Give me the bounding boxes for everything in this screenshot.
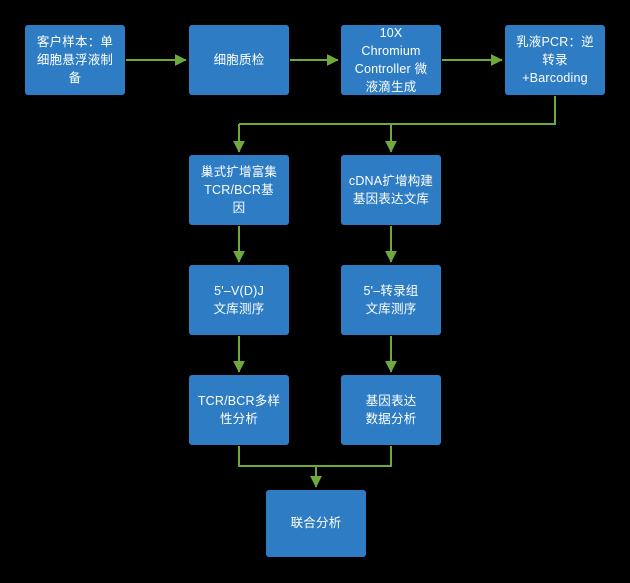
edge-n4-bus bbox=[239, 96, 556, 125]
node-vdj-sequencing[interactable]: 5'–V(D)J 文库测序 bbox=[189, 265, 289, 335]
node-chromium-droplet[interactable]: 10X Chromium Controller 微 液滴生成 bbox=[341, 25, 441, 95]
edge-n10-merge bbox=[316, 446, 392, 467]
node-emulsion-pcr[interactable]: 乳液PCR：逆 转录 +Barcoding bbox=[505, 25, 605, 95]
node-cell-qc[interactable]: 细胞质检 bbox=[189, 25, 289, 95]
node-diversity-analysis[interactable]: TCR/BCR多样 性分析 bbox=[189, 375, 289, 445]
node-sample-prep[interactable]: 客户样本：单 细胞悬浮液制 备 bbox=[25, 25, 125, 95]
node-joint-analysis[interactable]: 联合分析 bbox=[266, 490, 366, 557]
node-cdna-library[interactable]: cDNA扩增构建 基因表达文库 bbox=[341, 155, 441, 225]
node-expression-analysis[interactable]: 基因表达 数据分析 bbox=[341, 375, 441, 445]
node-nested-enrichment[interactable]: 巢式扩增富集 TCR/BCR基 因 bbox=[189, 155, 289, 225]
node-transcriptome-seq[interactable]: 5'–转录组 文库测序 bbox=[341, 265, 441, 335]
edge-n9-merge bbox=[238, 446, 316, 467]
